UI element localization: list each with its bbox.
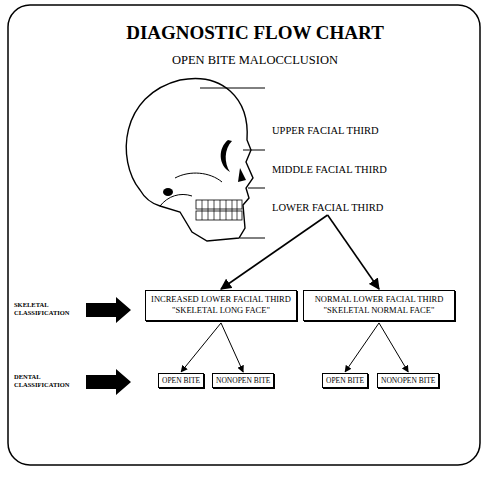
facial-third-lines <box>200 88 265 238</box>
process-box: NORMAL LOWER FACIAL THIRD"SKELETAL NORMA… <box>303 290 455 321</box>
flow-arrow <box>328 215 379 289</box>
eye-orbit <box>221 140 232 172</box>
skull-outline <box>126 79 253 241</box>
chart-title: DIAGNOSTIC FLOW CHART <box>100 22 410 44</box>
cheek-arch <box>175 173 222 182</box>
result-box: OPEN BITE <box>158 373 204 388</box>
result-box: NONOPEN BITE <box>212 373 274 388</box>
subtitle: OPEN BITE MALOCCLUSION <box>110 52 400 68</box>
box-heading: LOWER FACIAL THIRD <box>272 202 383 213</box>
result-box: NONOPEN BITE <box>377 373 439 388</box>
box-subtext: "SKELETAL NORMAL FACE" <box>308 305 450 316</box>
box-heading: INCREASED LOWER FACIAL THIRD <box>150 294 292 305</box>
box-heading: NONOPEN BITE <box>216 376 270 385</box>
row-label: DENTAL CLASSIFICATION <box>14 373 84 390</box>
flow-arrow <box>345 323 379 372</box>
process-box: INCREASED LOWER FACIAL THIRD"SKELETAL LO… <box>145 290 297 321</box>
flow-arrow <box>181 323 221 372</box>
box-heading: OPEN BITE <box>326 376 364 385</box>
text-node: LOWER FACIAL THIRD <box>272 202 383 213</box>
region-label: MIDDLE FACIAL THIRD <box>272 163 442 177</box>
flow-arrow <box>379 323 408 372</box>
skull-illustration <box>126 79 253 241</box>
jaw-ramus <box>160 194 192 206</box>
row-label: SKELETAL CLASSIFICATION <box>14 301 84 318</box>
tooth-lines <box>202 200 237 220</box>
flow-arrow <box>221 323 243 372</box>
region-label: UPPER FACIAL THIRD <box>272 124 442 138</box>
box-subtext: "SKELETAL LONG FACE" <box>150 305 292 316</box>
flow-arrow <box>221 215 328 289</box>
box-heading: NORMAL LOWER FACIAL THIRD <box>308 294 450 305</box>
box-heading: NONOPEN BITE <box>381 376 435 385</box>
ear-hole <box>163 188 173 196</box>
result-box: OPEN BITE <box>322 373 368 388</box>
upper-teeth <box>196 200 242 209</box>
nasal-cavity <box>238 168 246 182</box>
block-arrow <box>86 297 131 323</box>
box-heading: OPEN BITE <box>162 376 200 385</box>
block-arrow <box>86 369 131 395</box>
lower-teeth <box>196 211 242 220</box>
frame-border <box>8 5 480 465</box>
